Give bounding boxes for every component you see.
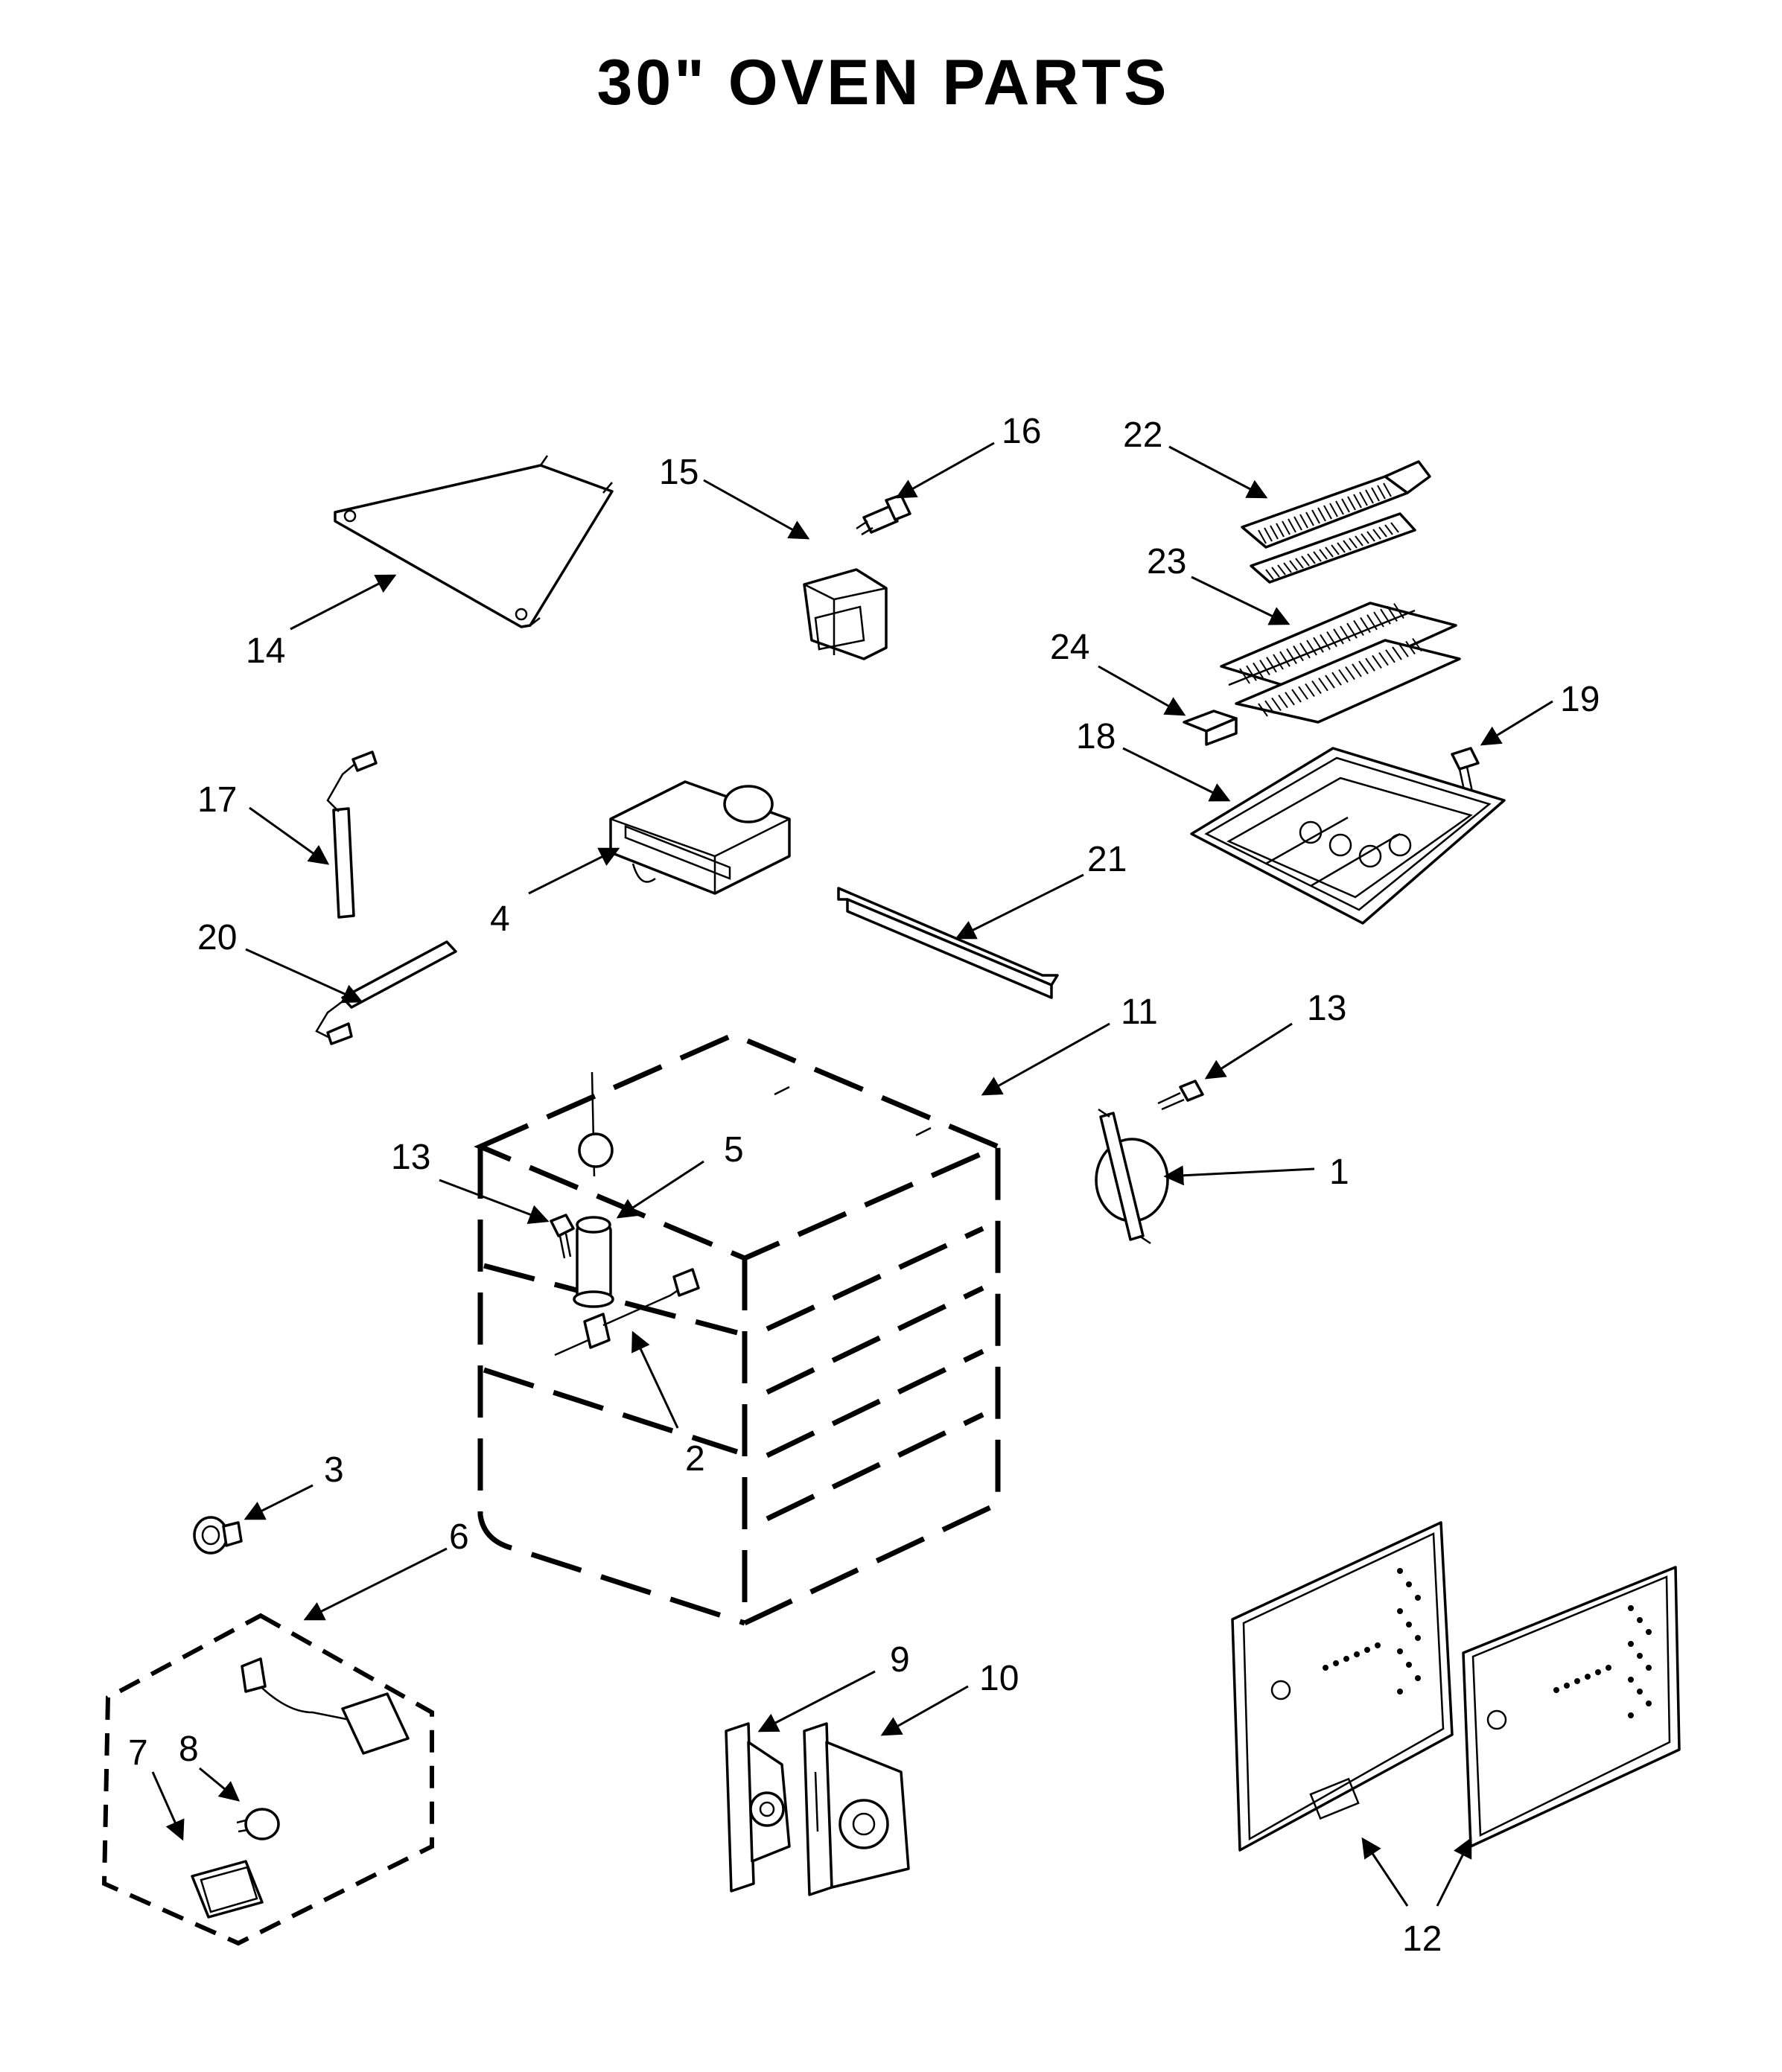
leader-12a — [1361, 1837, 1409, 1907]
part-22-burner — [1241, 460, 1431, 584]
part-14-sheet — [334, 455, 614, 628]
leader-14 — [290, 574, 397, 631]
callout-5: 5 — [724, 1130, 744, 1170]
callout-24: 24 — [1050, 628, 1089, 667]
callout-3: 3 — [324, 1450, 344, 1490]
leader-8 — [199, 1767, 241, 1802]
part-2-connector — [554, 1268, 700, 1357]
leader-23 — [1191, 576, 1291, 625]
leader-10 — [880, 1685, 969, 1736]
callout-15: 15 — [659, 453, 699, 492]
part-24-bracket — [1183, 710, 1238, 746]
leader-7 — [151, 1771, 185, 1841]
part-3-knob — [193, 1516, 243, 1555]
part-18-tray — [1190, 747, 1506, 925]
callout-20: 20 — [197, 918, 237, 957]
callout-13-left: 13 — [391, 1138, 430, 1177]
diagram-title: 30" OVEN PARTS — [596, 47, 1169, 118]
part-5-sensor — [573, 1216, 614, 1308]
callout-6: 6 — [449, 1517, 469, 1557]
part-8-bulb — [236, 1808, 280, 1840]
callout-17: 17 — [197, 780, 237, 820]
callout-8: 8 — [179, 1730, 199, 1769]
leader-3 — [244, 1484, 314, 1520]
leader-2 — [631, 1330, 679, 1429]
leader-18 — [1122, 747, 1231, 802]
leader-22 — [1168, 445, 1268, 499]
part-4-assembly — [609, 780, 791, 895]
callout-19: 19 — [1560, 680, 1600, 719]
leader-11 — [981, 1022, 1110, 1096]
leader-lines — [151, 442, 1553, 1907]
part-17-igniter — [326, 750, 378, 919]
leader-24 — [1098, 665, 1186, 716]
leader-17 — [249, 806, 330, 865]
callout-11: 11 — [1121, 992, 1158, 1032]
part-7-lens — [191, 1860, 264, 1919]
callout-21: 21 — [1087, 840, 1127, 879]
callout-9: 9 — [890, 1640, 910, 1680]
part-10-hinge — [803, 1722, 910, 1896]
callout-13-right: 13 — [1307, 989, 1346, 1028]
leader-4 — [528, 847, 620, 895]
part-13-left-screw — [550, 1214, 575, 1259]
part-12-side-panel-right — [1462, 1566, 1681, 1848]
callout-labels: 1 2 3 4 5 6 7 8 9 10 11 12 13 13 14 15 1… — [128, 412, 1600, 1959]
leader-9 — [757, 1670, 876, 1732]
leader-16 — [895, 442, 995, 499]
callout-10: 10 — [979, 1659, 1019, 1698]
leader-6 — [303, 1547, 448, 1621]
part-21-rail — [837, 887, 1059, 999]
callout-4: 4 — [490, 899, 510, 939]
callout-16: 16 — [1002, 412, 1041, 451]
leader-5 — [616, 1160, 704, 1219]
part-13-right-screw — [1157, 1080, 1204, 1111]
callout-22: 22 — [1123, 415, 1162, 455]
leader-19 — [1480, 700, 1553, 746]
part-16-screw — [856, 494, 911, 536]
leader-15 — [703, 479, 810, 540]
part-15-bracket — [803, 568, 888, 660]
callout-23: 23 — [1147, 542, 1186, 581]
callout-2: 2 — [685, 1439, 705, 1479]
leader-1 — [1163, 1165, 1315, 1186]
leader-13r — [1204, 1022, 1293, 1080]
callout-18: 18 — [1076, 717, 1116, 756]
part-11-cavity — [474, 1032, 1005, 1628]
part-20-igniter — [315, 940, 457, 1045]
leader-12b — [1436, 1837, 1472, 1907]
callout-7: 7 — [128, 1733, 148, 1773]
leader-21 — [955, 873, 1084, 940]
leader-20 — [245, 948, 363, 1004]
part-6-light-assembly — [101, 1613, 434, 1946]
callout-14: 14 — [246, 631, 285, 671]
part-12-side-panel-left — [1231, 1521, 1454, 1852]
part-23-burner — [1220, 602, 1461, 724]
callout-1: 1 — [1329, 1153, 1349, 1192]
part-1-thermostat — [1095, 1108, 1169, 1245]
part-9-hinge — [725, 1722, 791, 1893]
callout-12: 12 — [1402, 1919, 1442, 1959]
leader-13l — [439, 1179, 550, 1225]
